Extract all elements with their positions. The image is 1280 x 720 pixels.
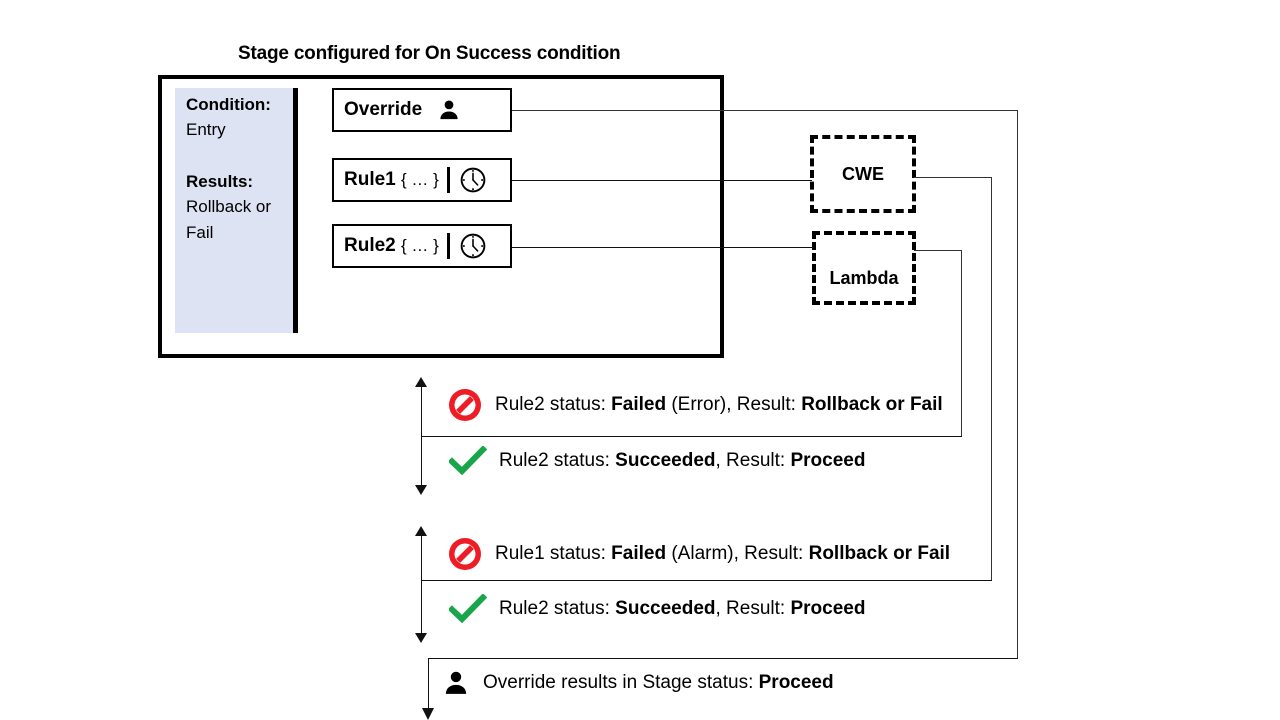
person-icon (443, 670, 469, 696)
clock-icon (459, 166, 487, 194)
connector-lambda-horizontal (914, 250, 962, 251)
check-icon (447, 445, 488, 476)
connector-lambda-bottom-horizontal (421, 436, 962, 437)
status-text-override: Override results in Stage status: Procee… (483, 672, 834, 694)
bracket-rule2-group (421, 385, 422, 488)
status-row-rule2-failed: Rule2 status: Failed (Error), Result: Ro… (447, 387, 943, 423)
condition-value: Entry (186, 120, 226, 139)
override-node[interactable]: Override (332, 88, 512, 132)
status-row-override: Override results in Stage status: Procee… (443, 670, 834, 696)
status-middle: , Result: (715, 450, 791, 471)
separator-bar (446, 167, 450, 193)
check-icon (447, 593, 488, 624)
status-result: Rollback or Fail (801, 394, 943, 415)
connector-override-arrowhead (422, 708, 434, 720)
bracket-rule2-arrow-down (415, 485, 427, 495)
connector-override-bottom-horizontal (428, 658, 1018, 659)
status-value: Succeeded (615, 450, 716, 471)
connector-cwe-horizontal (914, 177, 992, 178)
connector-cwe-bottom-horizontal (421, 580, 992, 581)
page-title: Stage configured for On Success conditio… (238, 43, 621, 64)
rule2-name: Rule2 (344, 235, 396, 256)
cwe-label: CWE (842, 163, 884, 184)
bracket-rule1-group (421, 534, 422, 636)
rule2-node-label: Rule2 { … } (334, 235, 439, 257)
person-icon (438, 99, 460, 121)
deny-icon (447, 387, 483, 423)
status-result: Proceed (790, 598, 866, 619)
results-label: Results: (186, 172, 254, 191)
status-prefix: Rule2 status: (499, 598, 616, 619)
status-result: Proceed (758, 672, 834, 693)
connector-override-vertical-left (428, 658, 429, 714)
clock-icon (459, 232, 487, 260)
status-value: Succeeded (615, 598, 716, 619)
status-text-rule2-succeeded: Rule2 status: Succeeded, Result: Proceed (499, 450, 865, 472)
status-value: Failed (611, 394, 667, 415)
status-prefix: Override results in Stage status: (483, 672, 759, 693)
condition-label: Condition: (186, 95, 271, 114)
rule1-node[interactable]: Rule1 { … } (332, 158, 512, 202)
connector-rule1-to-cwe (512, 180, 812, 181)
deny-icon (447, 536, 483, 572)
rule2-node[interactable]: Rule2 { … } (332, 224, 512, 268)
cwe-service-box[interactable]: CWE (810, 135, 916, 213)
rule2-detail: { … } (401, 236, 439, 255)
lambda-service-box[interactable]: Lambda (812, 231, 916, 305)
bracket-rule1-arrow-down (415, 633, 427, 643)
status-row-rule2-succeeded-2: Rule2 status: Succeeded, Result: Proceed (447, 593, 865, 624)
status-row-rule1-failed: Rule1 status: Failed (Alarm), Result: Ro… (447, 536, 950, 572)
status-text-rule1-failed: Rule1 status: Failed (Alarm), Result: Ro… (495, 543, 950, 565)
override-node-label: Override (344, 99, 423, 120)
status-prefix: Rule2 status: (495, 394, 612, 415)
rule1-node-label: Rule1 { … } (334, 169, 439, 191)
status-prefix: Rule2 status: (499, 450, 616, 471)
bracket-rule1-arrow-up (415, 526, 427, 536)
connector-override-vertical-right (1017, 110, 1018, 658)
condition-results-panel (175, 88, 293, 333)
status-middle: , Result: (715, 598, 791, 619)
stage-container (158, 75, 724, 358)
panel-divider (293, 88, 298, 333)
separator-bar (446, 233, 450, 259)
results-value: Rollback or Fail (186, 197, 272, 242)
bracket-rule2-arrow-up (415, 377, 427, 387)
status-text-rule2-succeeded-2: Rule2 status: Succeeded, Result: Proceed (499, 598, 865, 620)
connector-lambda-vertical (961, 250, 962, 436)
rule1-detail: { … } (401, 170, 439, 189)
status-middle: (Error), Result: (666, 394, 802, 415)
lambda-label: Lambda (829, 268, 899, 288)
status-text-rule2-failed: Rule2 status: Failed (Error), Result: Ro… (495, 394, 943, 416)
status-prefix: Rule1 status: (495, 543, 612, 564)
rule1-name: Rule1 (344, 169, 396, 190)
connector-rule2-to-lambda (512, 247, 814, 248)
status-row-rule2-succeeded: Rule2 status: Succeeded, Result: Proceed (447, 445, 865, 476)
connector-cwe-vertical (991, 177, 992, 581)
connector-override-horizontal (512, 110, 1018, 111)
status-value: Failed (611, 543, 667, 564)
status-result: Proceed (790, 450, 866, 471)
status-middle: (Alarm), Result: (666, 543, 809, 564)
status-result: Rollback or Fail (808, 543, 951, 564)
